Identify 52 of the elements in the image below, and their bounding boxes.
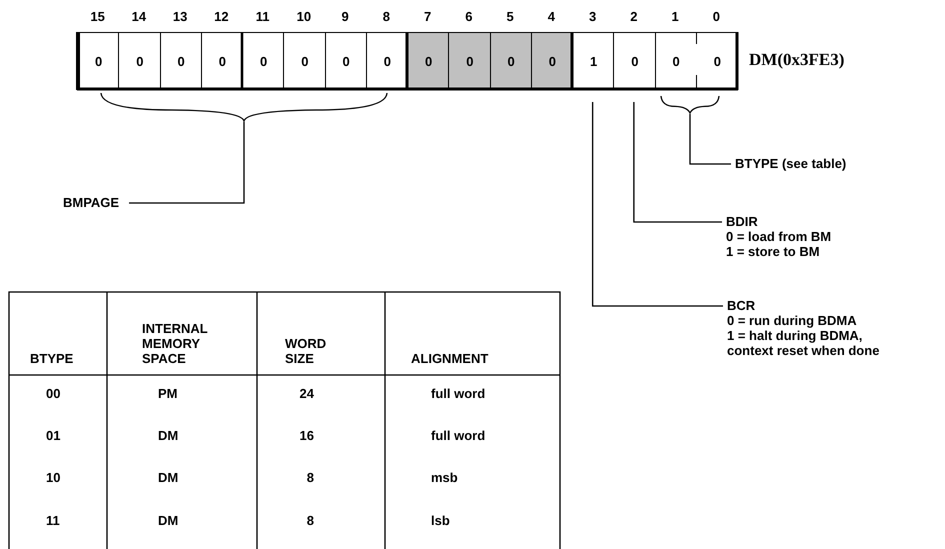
bit-number: 8 xyxy=(382,9,391,24)
bit-cell: 0 xyxy=(407,32,450,89)
table-cell-text: full word xyxy=(431,428,486,443)
field-description: 0 = load from BM xyxy=(726,229,832,244)
table-cell-text: msb xyxy=(431,470,459,485)
table-cell-text: DM xyxy=(158,428,180,443)
table-cell-text: 01 xyxy=(46,428,62,443)
table-cell-text: lsb xyxy=(431,513,451,528)
leader-line xyxy=(129,122,245,204)
table-cell-text: PM xyxy=(158,386,178,401)
table-cell-text: DM xyxy=(158,470,180,485)
bit-number: 1 xyxy=(670,9,680,24)
table-cell-text: 16 xyxy=(298,428,314,443)
bit-number: 11 xyxy=(254,9,270,24)
bit-number: 2 xyxy=(629,9,638,24)
leader-line xyxy=(633,102,722,223)
bit-number: 7 xyxy=(423,9,432,24)
bit-number: 15 xyxy=(89,9,106,24)
bit-cell: 0 xyxy=(448,32,490,89)
field-name: BTYPE (see table) xyxy=(735,156,848,171)
bit-number: 14 xyxy=(130,9,148,24)
bit-number: 10 xyxy=(296,9,312,24)
field-name: BDIR xyxy=(726,214,759,229)
field-description: 0 = run during BDMA xyxy=(727,313,858,328)
field-name: BCR xyxy=(727,298,756,313)
table-cell-text: full word xyxy=(431,386,486,401)
field-name: BMPAGE xyxy=(63,195,120,210)
bit-number: 0 xyxy=(712,9,721,24)
table-cell-text: 11 xyxy=(46,513,61,528)
column-header: BTYPE xyxy=(30,351,74,366)
column-header: INTERNAL MEMORY SPACE xyxy=(142,321,208,366)
field-description: 1 = halt during BDMA, context reset when done xyxy=(727,328,880,358)
table-cell-text: 8 xyxy=(306,513,314,528)
bit-number: 6 xyxy=(464,9,474,24)
column-header: ALIGNMENT xyxy=(411,351,490,366)
bit-number: 12 xyxy=(213,9,230,24)
table-cell-text: 24 xyxy=(298,386,314,401)
table-cell-text: 00 xyxy=(46,386,62,401)
register-address: DM(0x3FE3) xyxy=(749,50,844,70)
bit-number: 9 xyxy=(340,9,350,24)
leader-line xyxy=(592,102,723,307)
leader-line xyxy=(689,114,731,165)
table-cell-text: 10 xyxy=(46,470,62,485)
bit-number: 13 xyxy=(172,9,188,24)
column-header: WORD SIZE xyxy=(285,336,328,366)
bit-number: 5 xyxy=(506,9,515,24)
bit-cell: 0 xyxy=(490,32,532,89)
table-cell-text: 8 xyxy=(306,470,314,485)
field-description: 1 = store to BM xyxy=(726,244,821,259)
bit-number: 4 xyxy=(546,9,556,24)
bit-number: 3 xyxy=(588,9,598,24)
table-cell-text: DM xyxy=(158,513,180,528)
